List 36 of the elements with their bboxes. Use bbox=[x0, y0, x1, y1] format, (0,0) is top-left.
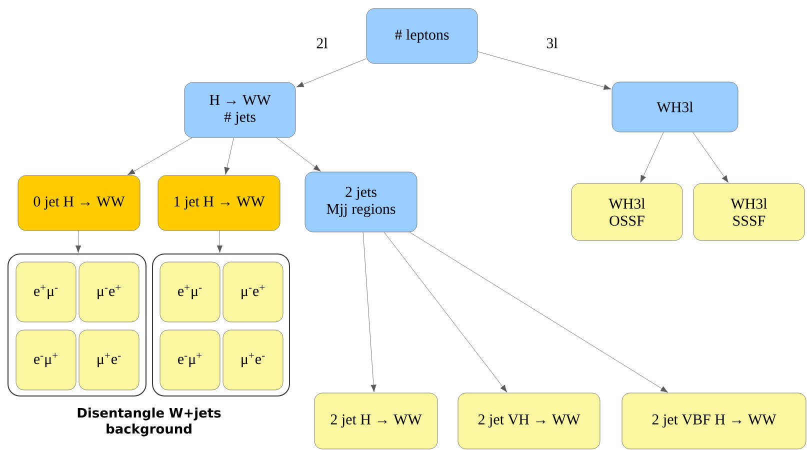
arrow bbox=[127, 138, 192, 176]
edge-label: 3l bbox=[545, 36, 559, 50]
process-box: μ$^{-}$e$^{+}$ bbox=[222, 262, 284, 322]
arrow bbox=[409, 232, 668, 393]
arrow bbox=[362, 232, 376, 392]
process-box: e$^{-}$μ$^{+}$ bbox=[16, 330, 76, 390]
process-box: 0 jet H → WW bbox=[18, 175, 140, 231]
arrow bbox=[276, 138, 321, 172]
process-box: WH3l OSSF bbox=[571, 183, 683, 241]
arrow bbox=[384, 232, 508, 392]
process-box: # leptons bbox=[366, 8, 478, 64]
caption-text: Disentangle W+jets background bbox=[78, 408, 221, 436]
arrow bbox=[224, 138, 234, 175]
process-box: μ$^{+}$e$^{-}$ bbox=[78, 330, 140, 390]
process-box: 1 jet H → WW bbox=[158, 175, 280, 231]
process-box: 2 jet VH → WW bbox=[458, 392, 600, 450]
process-box: e$^{+}$μ$^{-}$ bbox=[16, 262, 76, 322]
group-frame bbox=[152, 254, 290, 396]
edge-label: 2l bbox=[315, 36, 329, 50]
process-box: WH3l bbox=[612, 82, 738, 132]
arrow bbox=[640, 132, 664, 183]
arrow bbox=[75, 230, 82, 253]
process-box: μ$^{-}$e$^{+}$ bbox=[78, 262, 140, 322]
process-box: WH3l SSSF bbox=[693, 183, 805, 241]
process-box: e$^{-}$μ$^{+}$ bbox=[160, 330, 220, 390]
process-box: e$^{+}$μ$^{-}$ bbox=[160, 262, 220, 322]
process-box: 2 jets Mjj regions bbox=[304, 172, 418, 232]
arrow bbox=[692, 132, 728, 183]
process-box: 2 jet H → WW bbox=[314, 392, 438, 450]
process-box: μ$^{+}$e$^{-}$ bbox=[222, 330, 284, 390]
arrow bbox=[216, 230, 223, 253]
arrow bbox=[478, 51, 612, 90]
process-box: H → WW # jets bbox=[184, 82, 296, 138]
group-frame bbox=[8, 254, 146, 396]
arrow bbox=[296, 58, 366, 88]
process-box: 2 jet VBF H → WW bbox=[622, 392, 806, 450]
